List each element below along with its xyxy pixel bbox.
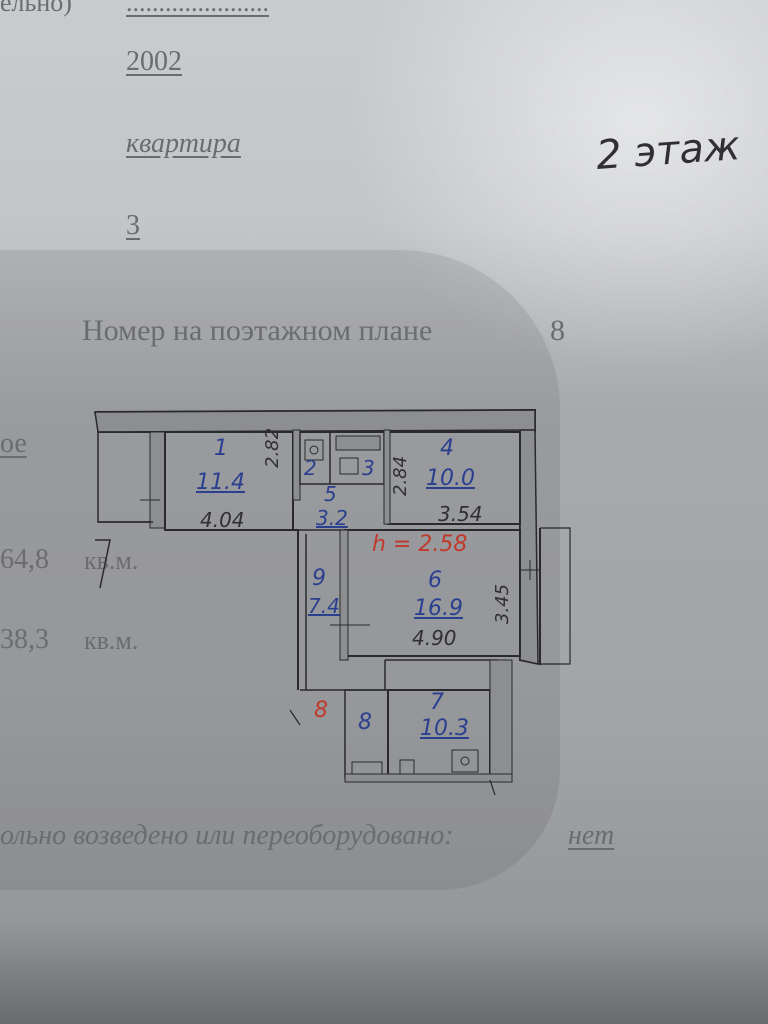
rooms-count: 3: [126, 210, 140, 241]
area-living-value: 38,3: [0, 624, 49, 655]
room-5-area: 3.2: [316, 506, 348, 530]
room-4-number: 4: [440, 436, 454, 461]
room-7-number: 7: [430, 690, 444, 715]
room-9-area: 7.4: [308, 594, 340, 618]
room-3-number: 3: [362, 456, 375, 480]
area-total-unit: кв.м.: [84, 546, 139, 575]
hand-shadow: [0, 250, 560, 890]
dim-room1-height: 2.82: [262, 427, 283, 468]
area-total-value: 64,8: [0, 544, 49, 575]
dim-room6-height: 3.45: [492, 583, 513, 624]
bottom-value: нет: [568, 820, 615, 851]
room-9-number: 9: [312, 566, 326, 591]
bottom-shadow: [0, 920, 768, 1024]
area-living-unit: кв.м.: [84, 626, 139, 655]
dim-room4-height: 2.84: [390, 455, 411, 496]
dim-room6-width: 4.90: [412, 626, 457, 650]
room-5-number: 5: [324, 482, 337, 506]
left-cut-text: ое: [0, 428, 27, 459]
room-4-area: 10.0: [426, 466, 475, 491]
room-8-marker: 8: [314, 698, 328, 723]
plan-number-label: Номер на поэтажном плане: [82, 314, 433, 347]
room-8-number: 8: [358, 710, 372, 735]
year-value: 2002: [126, 46, 182, 77]
room-1-number: 1: [214, 436, 228, 461]
room-6-number: 6: [428, 568, 442, 593]
bottom-label: ольно возведено или переоборудовано:: [0, 820, 454, 851]
room-1-area: 11.4: [196, 470, 245, 495]
ceiling-height: h = 2.58: [372, 532, 468, 557]
dim-room1-width: 4.04: [200, 508, 245, 532]
property-type: квартира: [126, 128, 241, 159]
dim-room4-width: 3.54: [438, 502, 483, 526]
room-7-area: 10.3: [420, 716, 469, 741]
cut-top-value: ......................: [126, 0, 269, 17]
room-2-number: 2: [304, 456, 317, 480]
cut-top-left: ельно): [0, 0, 72, 17]
plan-number-value: 8: [550, 314, 565, 347]
room-6-area: 16.9: [414, 596, 463, 621]
